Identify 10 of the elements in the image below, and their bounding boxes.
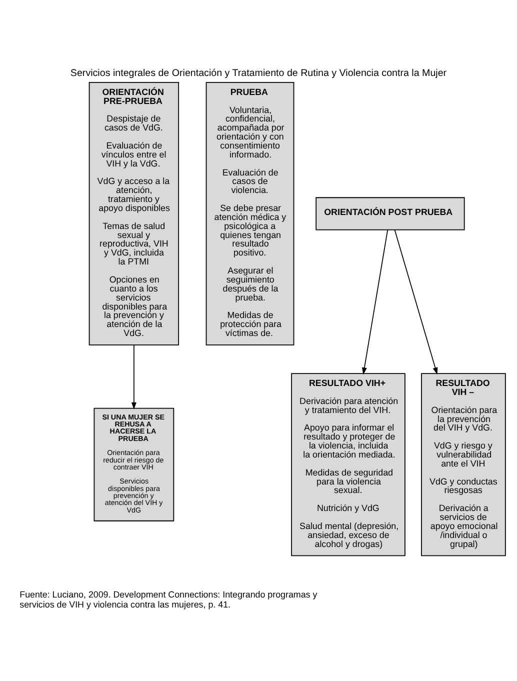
caption: Fuente: Luciano, 2009. Development Connections: Integrando programas y servicios de VIH y violencia contra las mujeres, p. 41. bbox=[20, 590, 318, 610]
node-box: RESULTADO VIH – Orientación para la prevención del VIH y VdG. VdG y riesgo y vulnerabilidad ante el VIH VdG y conductas riesgosas Derivación a servicios de apoyo emocional /individual o grupal) bbox=[421, 373, 506, 556]
node-box: RESULTADO VIH+ Derivación para atención y tratamiento del VIH. Apoyo para informar el resultado y proteger de la violencia, incluida la orientación mediada. Medidas de seguridad para la violencia sexual. Nutrición y VdG Salud mental (depresión, ansiedad, exceso de alcohol y drogas) bbox=[291, 373, 406, 556]
arrow bbox=[131, 344, 136, 410]
node-box: ORIENTACIÓN PRE-PRUEBA Despistaje de casos de VdG. Evaluación de vínculos entre el VIH y la VdG. VdG y acceso a la atención, tratamiento y apoyo disponibles Temas de salud sexual y reproductiva, VIH y VdG, incluida la PTMI Opciones en cuanto a los servicios disponibles para la prevención y atención de la VdG. bbox=[88, 82, 180, 346]
arrow bbox=[362, 229, 388, 375]
node-box: PRUEBA Voluntaria, confidencial, acompañada por orientación y con consentimiento informado. Evaluación de casos de violencia. Se debe presar atención médica y psicológica a quienes tengan resultado positivo. Asegurar el seguimiento después de la prueba. Medidas de protección para víctimas de. bbox=[206, 82, 294, 346]
diagram-title: Servicios integrales de Orientación y Tratamiento de Rutina y Violencia contra la Mujer bbox=[70, 68, 447, 79]
node-box: ORIENTACIÓN POST PRUEBA bbox=[316, 197, 465, 230]
arrow bbox=[394, 229, 438, 375]
